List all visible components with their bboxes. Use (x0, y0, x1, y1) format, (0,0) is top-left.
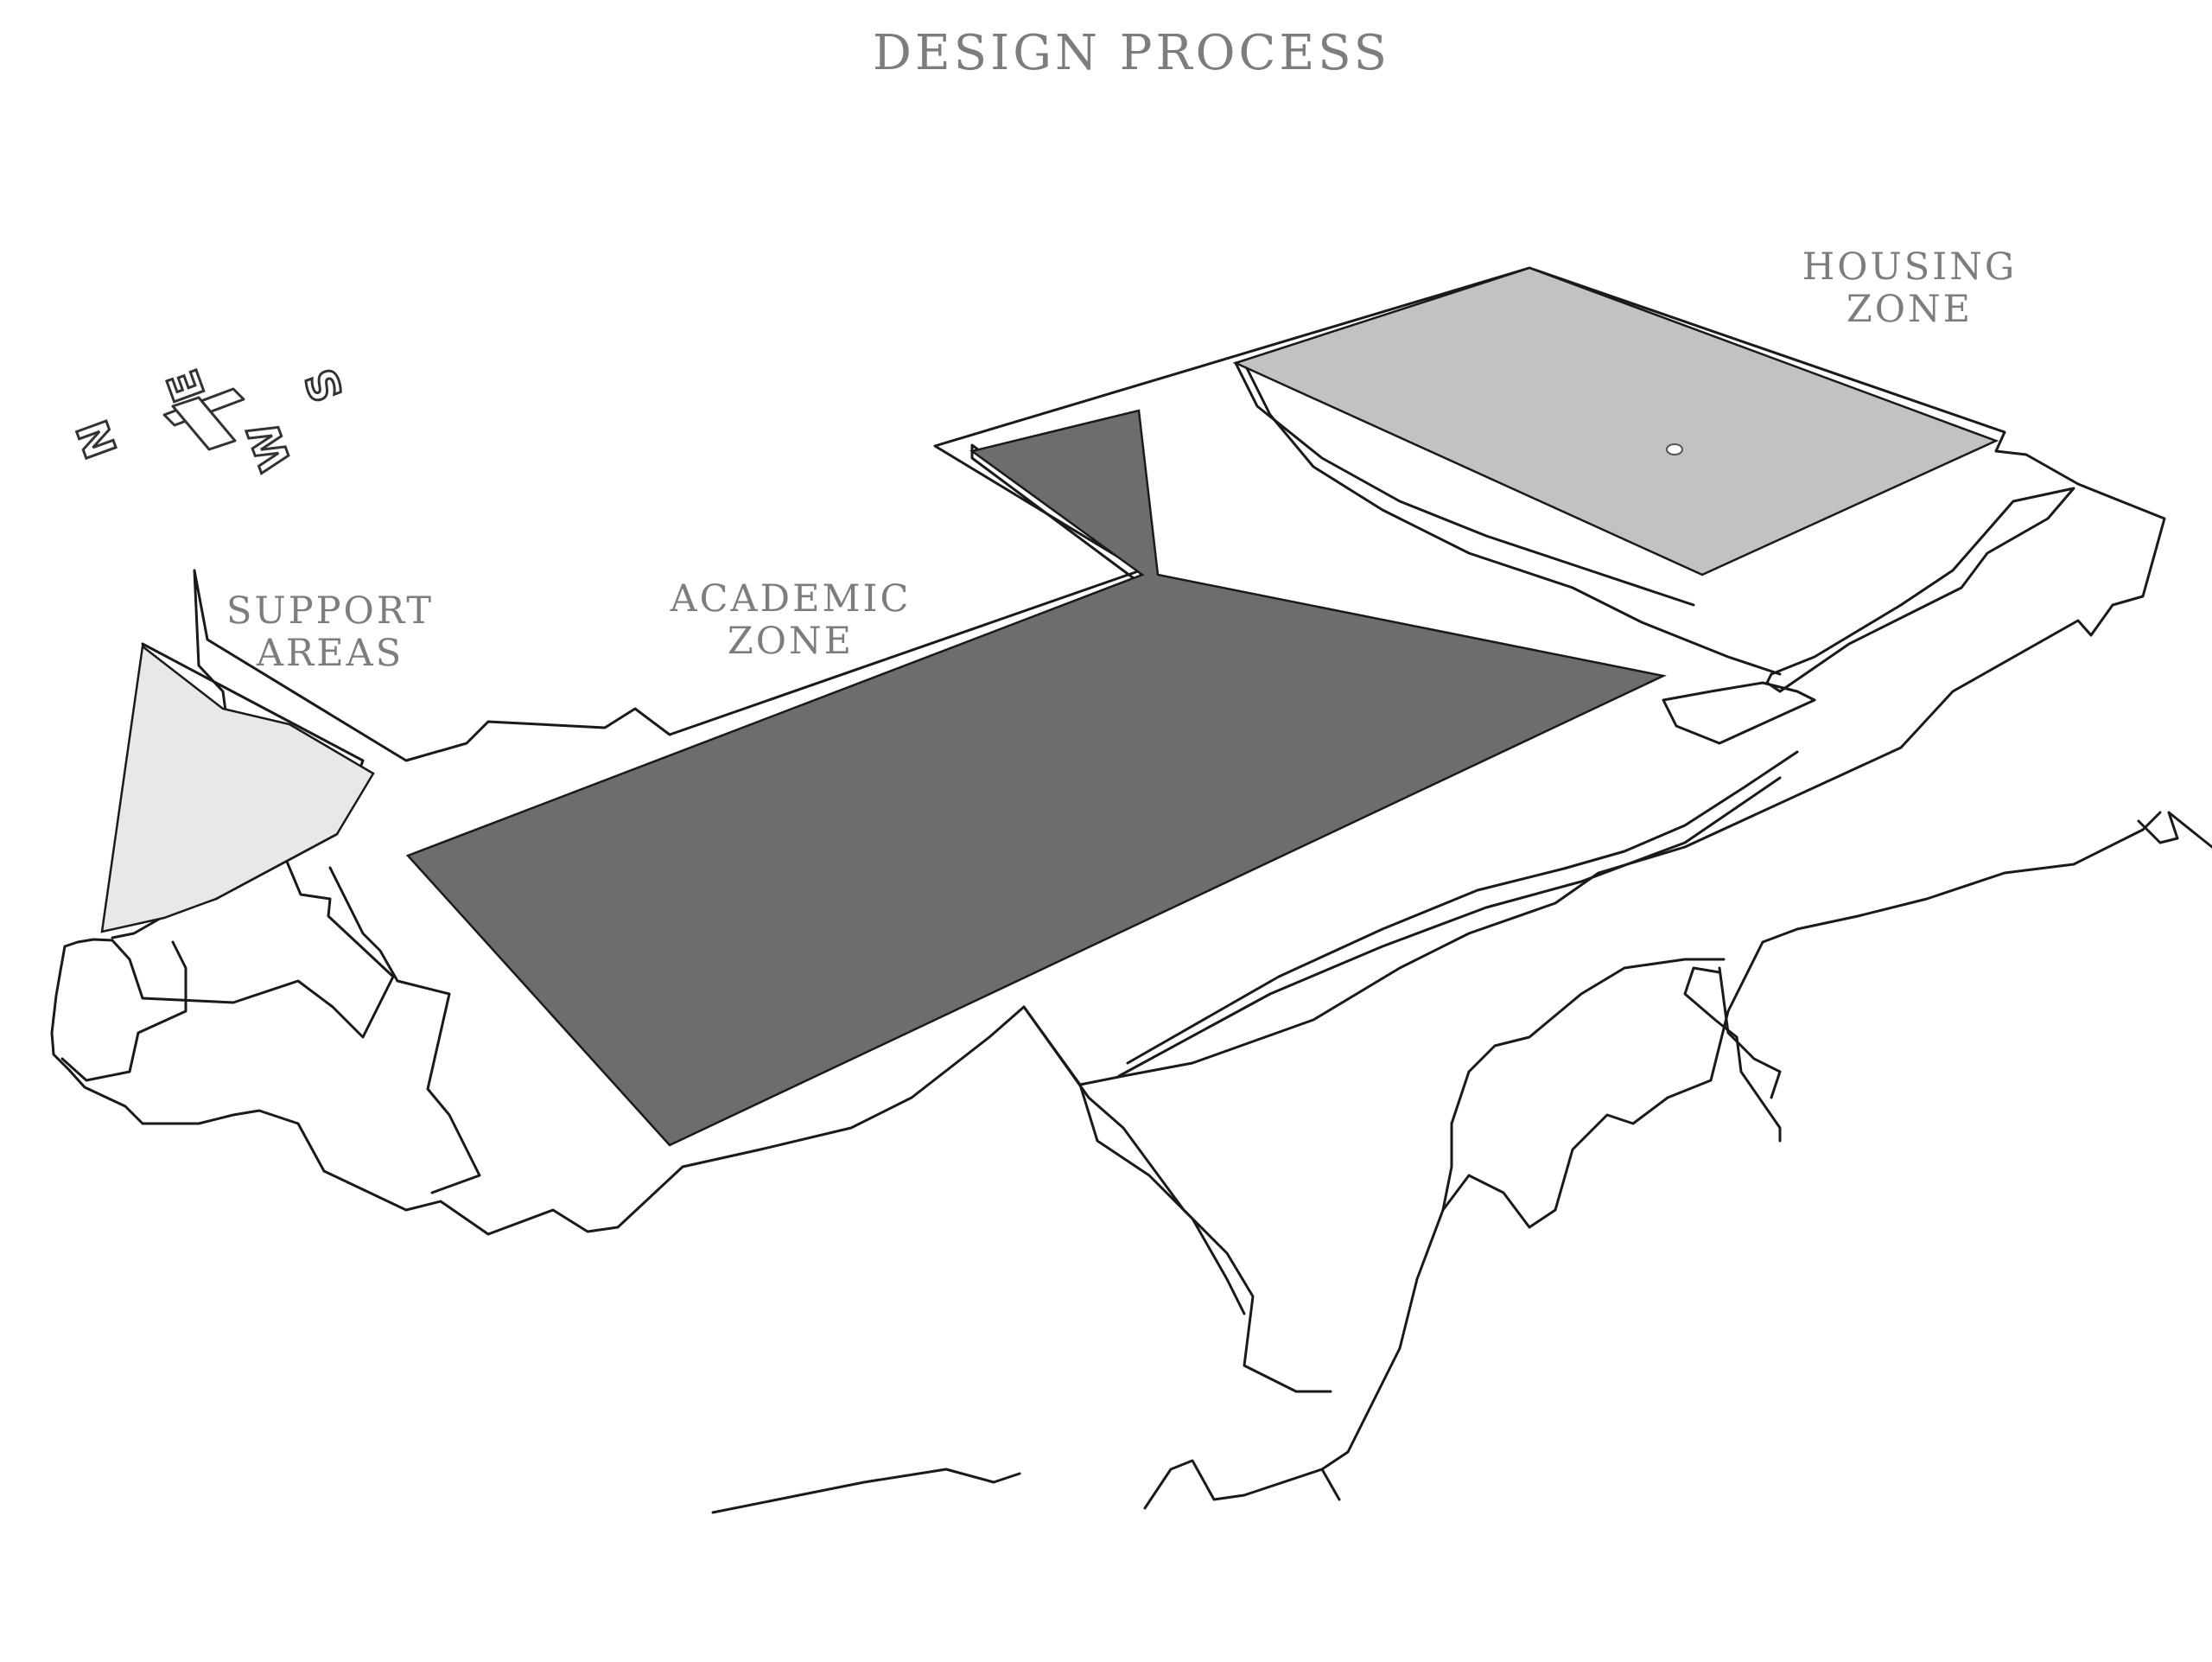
support-areas-line2: AREAS (256, 632, 404, 675)
cliff-contour-6 (1078, 1083, 1246, 1315)
support-lower-terrace (328, 866, 481, 1194)
housing-zone-line1: HOUSING (1802, 245, 2018, 289)
cliff-contour-5 (1022, 1005, 1332, 1393)
housing-ledge-line (1234, 361, 1695, 607)
support-areas-label: SUPPORT AREAS (226, 593, 434, 672)
housing-zone-area (1232, 266, 1999, 576)
housing-marker-icon (1666, 443, 1683, 455)
cliff-contour-lower (1718, 966, 1782, 1099)
ramp-line-2 (1117, 776, 1782, 1078)
academic-zone-fill (405, 409, 1667, 1147)
support-areas-fill (100, 644, 375, 933)
academic-zone-line1: ACADEMIC (670, 577, 912, 621)
cliff-contour-1 (711, 1468, 1021, 1514)
west-cove-line (60, 940, 188, 1082)
east-terrace-line (1765, 487, 2075, 693)
compass-south-label: S (296, 362, 353, 409)
compass-rose-icon (162, 387, 245, 451)
cliff-contour-7 (1683, 966, 1782, 1143)
compass-west-label: W (238, 416, 301, 478)
page-title: DESIGN PROCESS (873, 25, 1391, 81)
housing-zone-line2: ZONE (1846, 288, 1974, 331)
ramp-line (1126, 750, 1799, 1065)
cliff-contour-4 (1441, 958, 1726, 1212)
support-areas-line1: SUPPORT (226, 589, 435, 633)
housing-ledge-line-2 (1243, 361, 1782, 676)
compass-north-label: N (67, 414, 127, 465)
cliff-contour-3 (1320, 811, 2162, 1471)
southeast-terrace-line (1662, 681, 1816, 745)
cliff-contour-2 (1143, 1459, 1341, 1510)
housing-zone-label: HOUSING ZONE (1797, 249, 2022, 328)
academic-zone-line2: ZONE (727, 620, 855, 663)
academic-zone-label: ACADEMIC ZONE (665, 581, 916, 660)
cliff-contour-south (2137, 811, 2212, 849)
